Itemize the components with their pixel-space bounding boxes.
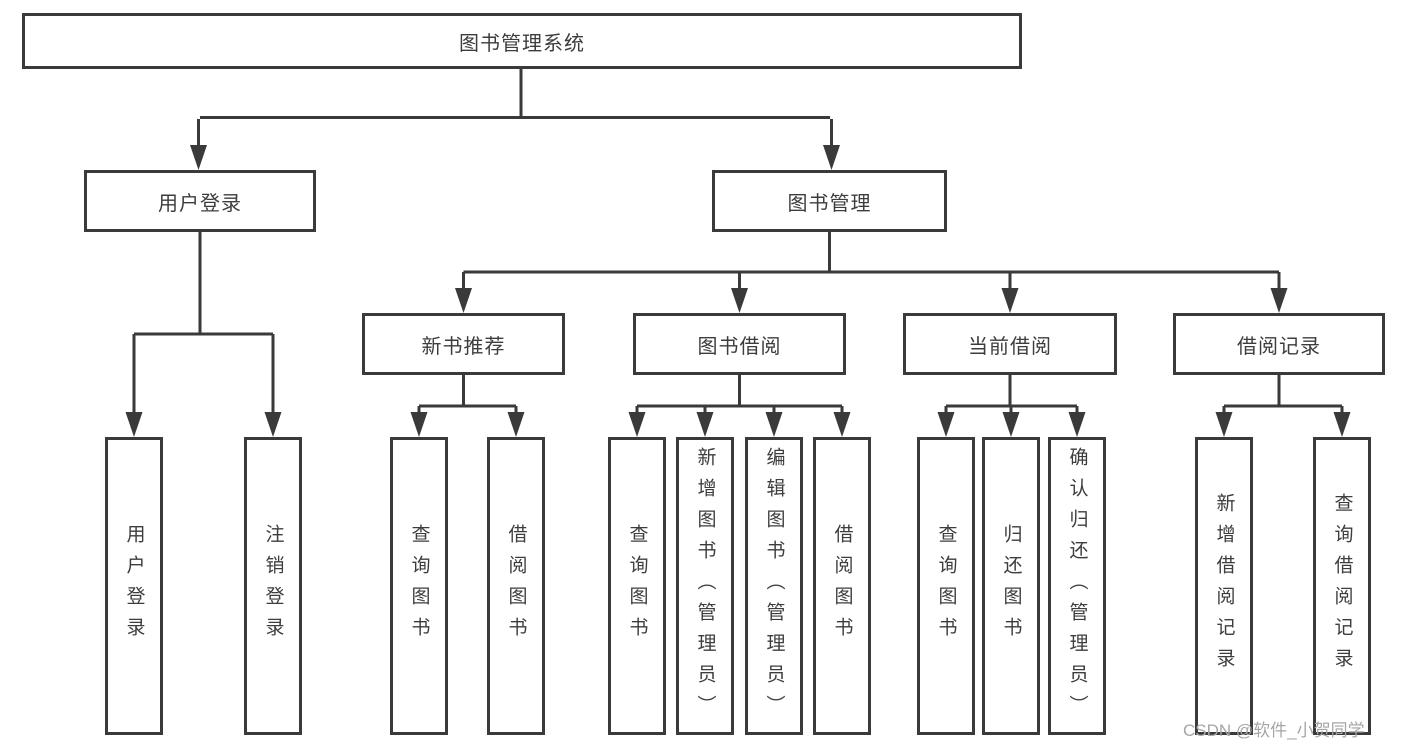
leaf-borrow-books-recommend-label: 借阅图书 — [505, 524, 527, 648]
node-new-book-recommendation: 新书推荐 — [362, 313, 565, 375]
node-new-book-recommendation-label: 新书推荐 — [421, 335, 506, 358]
leaf-borrow-books-recommend: 借阅图书 — [487, 437, 545, 735]
leaf-confirm-return-admin: 确认归还（管理员） — [1048, 437, 1106, 735]
leaf-return-books: 归还图书 — [982, 437, 1040, 735]
leaf-add-books-admin: 新增图书（管理员） — [676, 437, 734, 735]
leaf-query-books-recommend: 查询图书 — [390, 437, 448, 735]
node-book-borrowing: 图书借阅 — [633, 313, 846, 375]
leaf-query-books-current: 查询图书 — [917, 437, 975, 735]
leaf-edit-books-admin-label: 编辑图书（管理员） — [763, 446, 785, 726]
leaf-return-books-label: 归还图书 — [1000, 524, 1022, 648]
leaf-query-books-recommend-label: 查询图书 — [408, 524, 430, 648]
leaf-add-borrow-record-label: 新增借阅记录 — [1213, 493, 1235, 679]
leaf-borrow-books-borrowing-label: 借阅图书 — [831, 524, 853, 648]
watermark: CSDN @软件_小贺同学 — [1183, 721, 1365, 740]
leaf-add-borrow-record: 新增借阅记录 — [1195, 437, 1253, 735]
leaf-user-login-label: 用户登录 — [123, 524, 145, 648]
leaf-edit-books-admin: 编辑图书（管理员） — [745, 437, 803, 735]
node-root-label: 图书管理系统 — [459, 32, 585, 55]
leaf-user-login: 用户登录 — [105, 437, 163, 735]
node-book-borrowing-label: 图书借阅 — [697, 335, 782, 358]
leaf-query-books-borrowing: 查询图书 — [608, 437, 666, 735]
node-book-management-branch: 图书管理 — [712, 170, 947, 232]
node-user-login-branch: 用户登录 — [84, 170, 316, 232]
node-book-management-branch-label: 图书管理 — [787, 192, 872, 215]
leaf-logout: 注销登录 — [244, 437, 302, 735]
node-root: 图书管理系统 — [22, 13, 1022, 69]
leaf-logout-label: 注销登录 — [262, 524, 284, 648]
leaf-query-books-current-label: 查询图书 — [935, 524, 957, 648]
leaf-query-borrow-record-label: 查询借阅记录 — [1331, 493, 1353, 679]
node-borrowing-records: 借阅记录 — [1173, 313, 1385, 375]
leaf-add-books-admin-label: 新增图书（管理员） — [694, 446, 716, 726]
leaf-confirm-return-admin-label: 确认归还（管理员） — [1066, 446, 1088, 726]
leaf-query-borrow-record: 查询借阅记录 — [1313, 437, 1371, 735]
node-current-borrowing: 当前借阅 — [903, 313, 1117, 375]
leaf-query-books-borrowing-label: 查询图书 — [626, 524, 648, 648]
leaf-borrow-books-borrowing: 借阅图书 — [813, 437, 871, 735]
node-current-borrowing-label: 当前借阅 — [968, 335, 1052, 358]
node-borrowing-records-label: 借阅记录 — [1237, 335, 1321, 358]
node-user-login-branch-label: 用户登录 — [158, 192, 242, 215]
